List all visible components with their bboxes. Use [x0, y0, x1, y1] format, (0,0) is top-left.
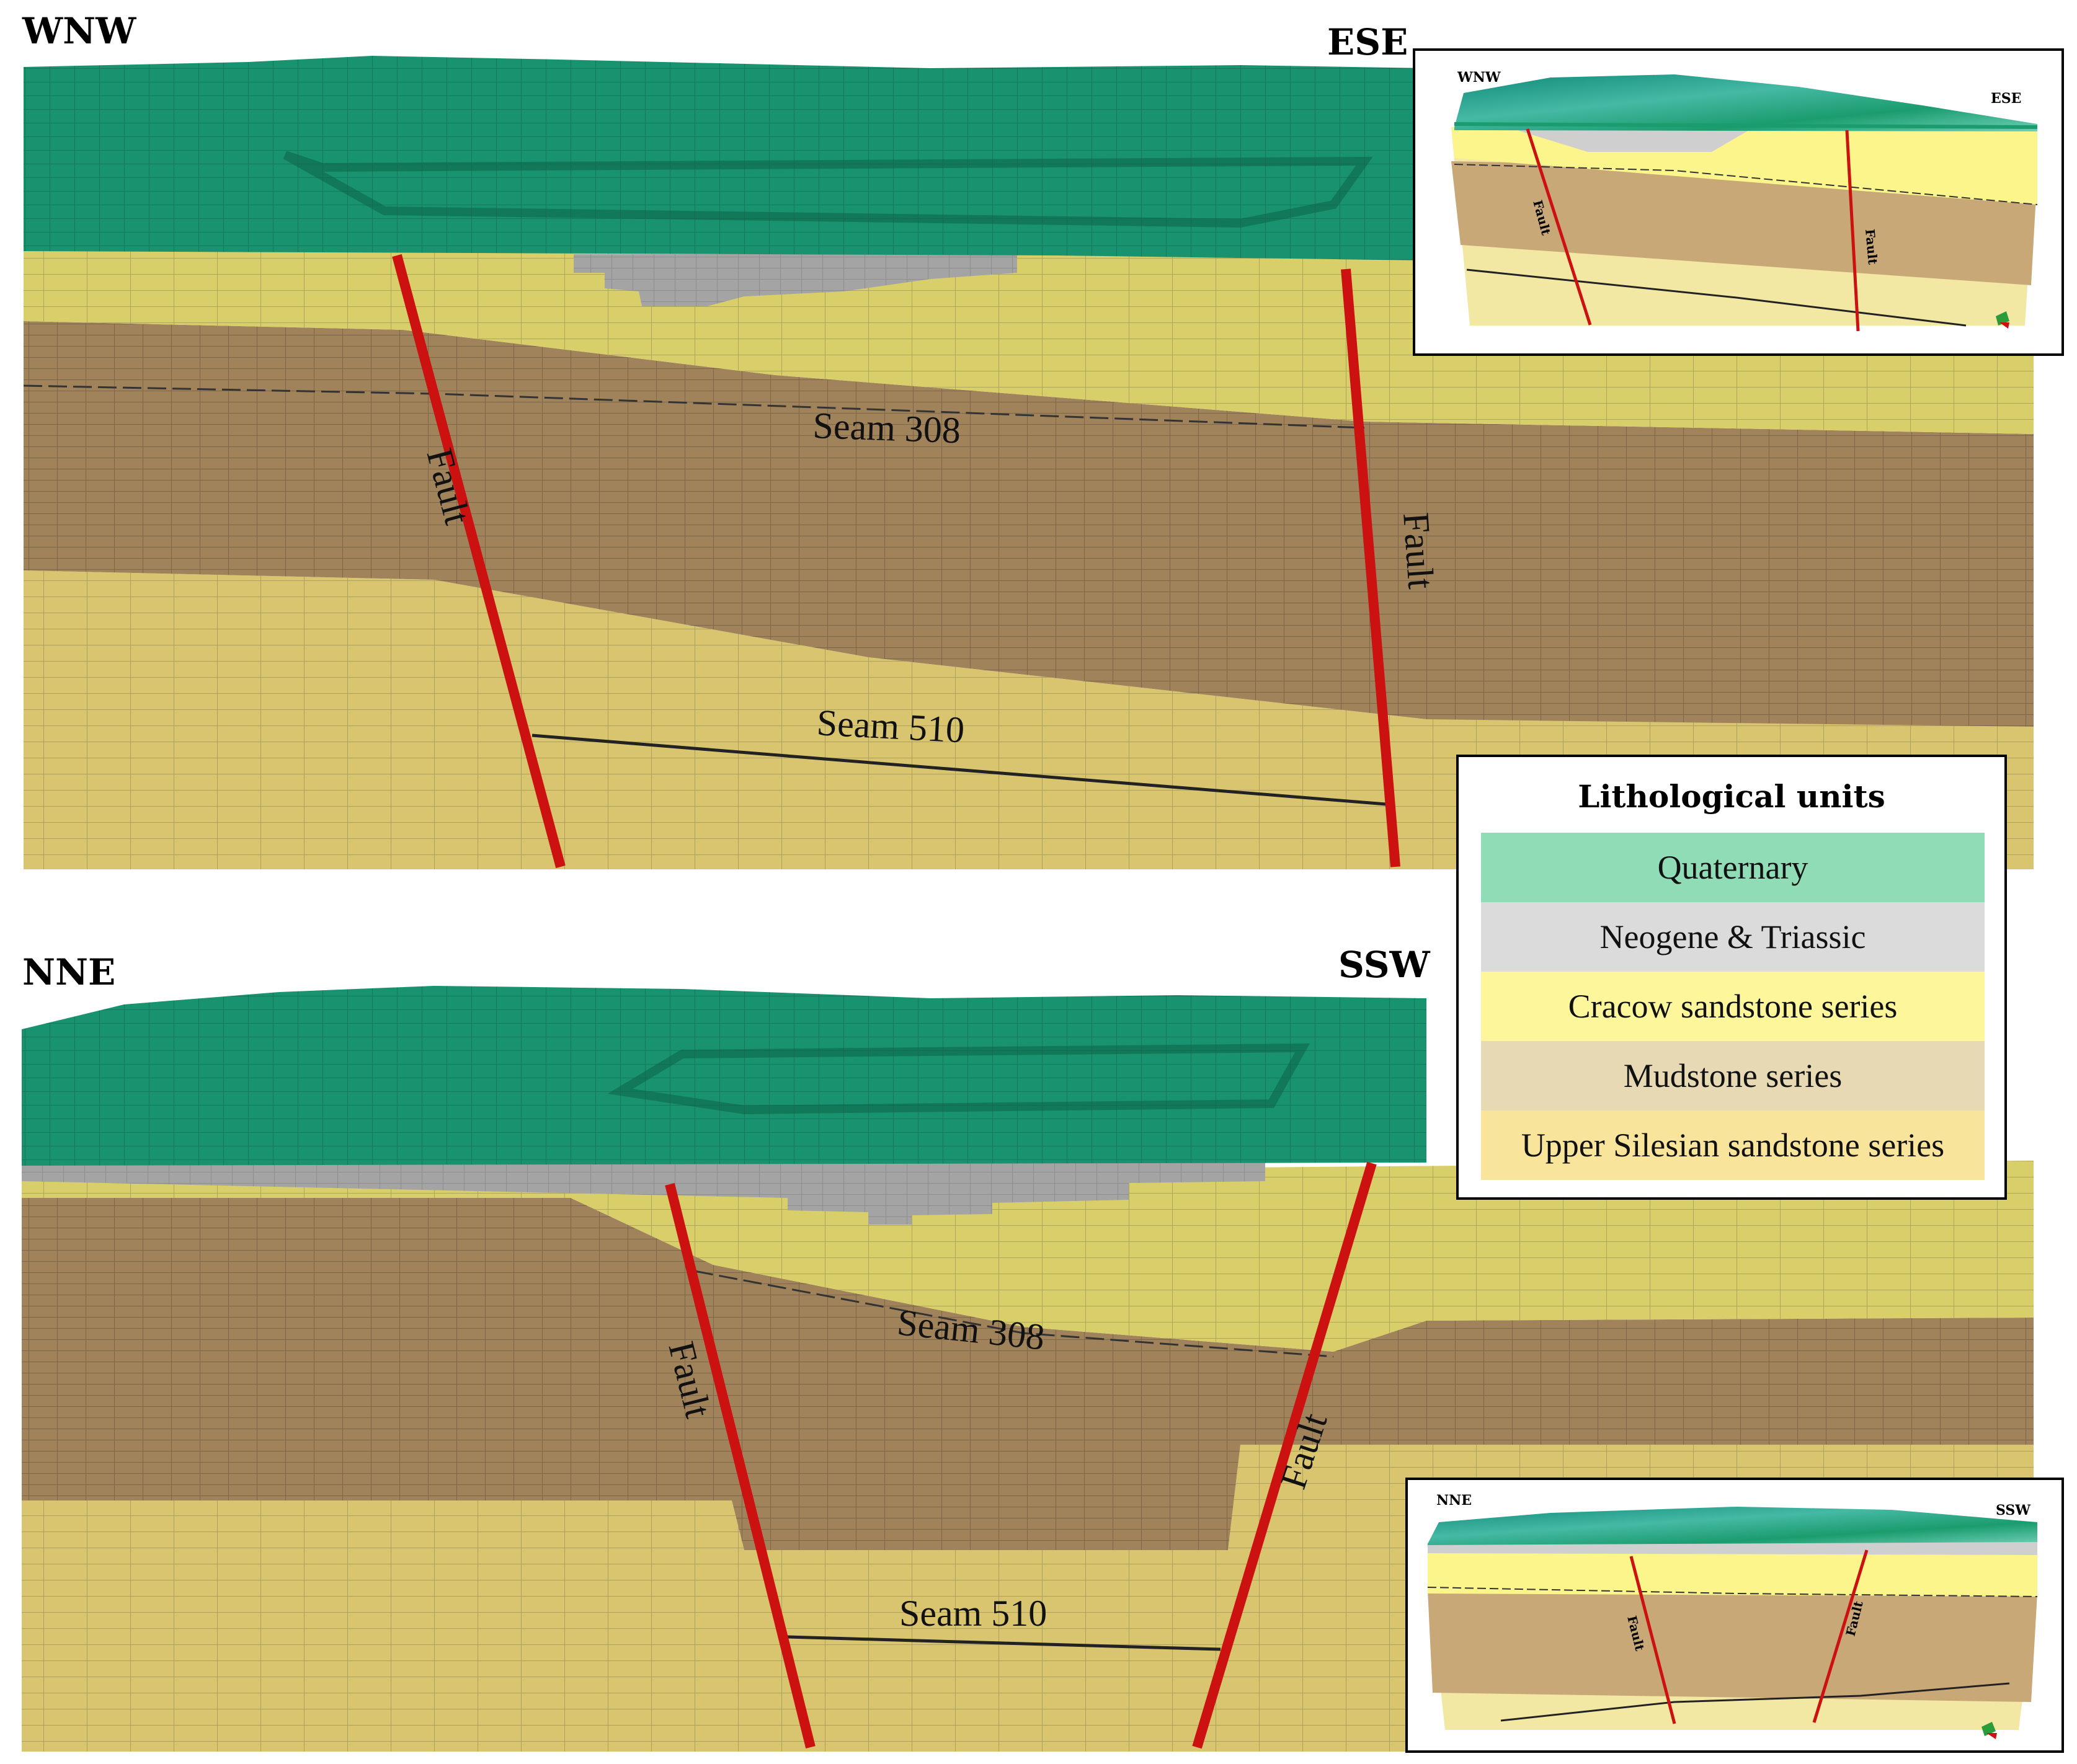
inset-top-fault-right: Fault [1862, 228, 1880, 265]
lithology-legend: Lithological units Quaternary Neogene & … [1456, 755, 2007, 1200]
inset-top-dir-right: ESE [1991, 91, 2021, 107]
legend-item-neogene-triassic: Neogene & Triassic [1481, 902, 1985, 972]
inset-bottom-topography [1428, 1507, 2037, 1545]
inset-bottom-dir-right: SSW [1996, 1502, 2030, 1518]
top-dir-left-label: WNW [22, 10, 136, 52]
inset-top: WNW ESE Fault Fault [1413, 48, 2064, 356]
top-seam-510-label: Seam 510 [816, 702, 965, 750]
top-fault-right-line [1341, 268, 1400, 867]
bottom-dir-left-label: NNE [22, 951, 115, 993]
legend-label: Quaternary [1657, 849, 1808, 886]
top-seam-510-line [531, 734, 1387, 806]
top-dir-right-label: ESE [1327, 21, 1408, 63]
top-fault-left-line [392, 254, 566, 869]
legend-label: Upper Silesian sandstone series [1521, 1127, 1945, 1164]
inset-bottom-dir-left: NNE [1436, 1492, 1472, 1509]
legend-item-quaternary: Quaternary [1481, 833, 1985, 902]
legend-label: Mudstone series [1623, 1057, 1843, 1094]
top-fault-right-label: Fault [1395, 511, 1441, 590]
top-seam-308-label: Seam 308 [812, 405, 961, 451]
legend-label: Cracow sandstone series [1568, 988, 1898, 1025]
bottom-seam-308-line [694, 1270, 1334, 1358]
legend-item-upper-silesian: Upper Silesian sandstone series [1481, 1110, 1985, 1180]
bottom-fault-left-line [665, 1183, 816, 1748]
legend-title: Lithological units [1578, 778, 1885, 815]
inset-bottom: NNE SSW Fault Fault [1405, 1478, 2064, 1753]
inset-top-dir-left: WNW [1457, 69, 1501, 86]
bottom-dir-right-label: SSW [1338, 944, 1430, 986]
legend-item-cracow-sandstone: Cracow sandstone series [1481, 972, 1985, 1041]
top-seam-308-line [23, 384, 1365, 429]
inset-top-topography [1454, 74, 2037, 131]
bottom-seam-510-line [786, 1635, 1221, 1651]
legend-item-mudstone: Mudstone series [1481, 1041, 1985, 1110]
bottom-fault-right-line [1192, 1161, 1377, 1749]
bottom-seam-510-label: Seam 510 [899, 1593, 1047, 1634]
legend-label: Neogene & Triassic [1599, 918, 1866, 955]
